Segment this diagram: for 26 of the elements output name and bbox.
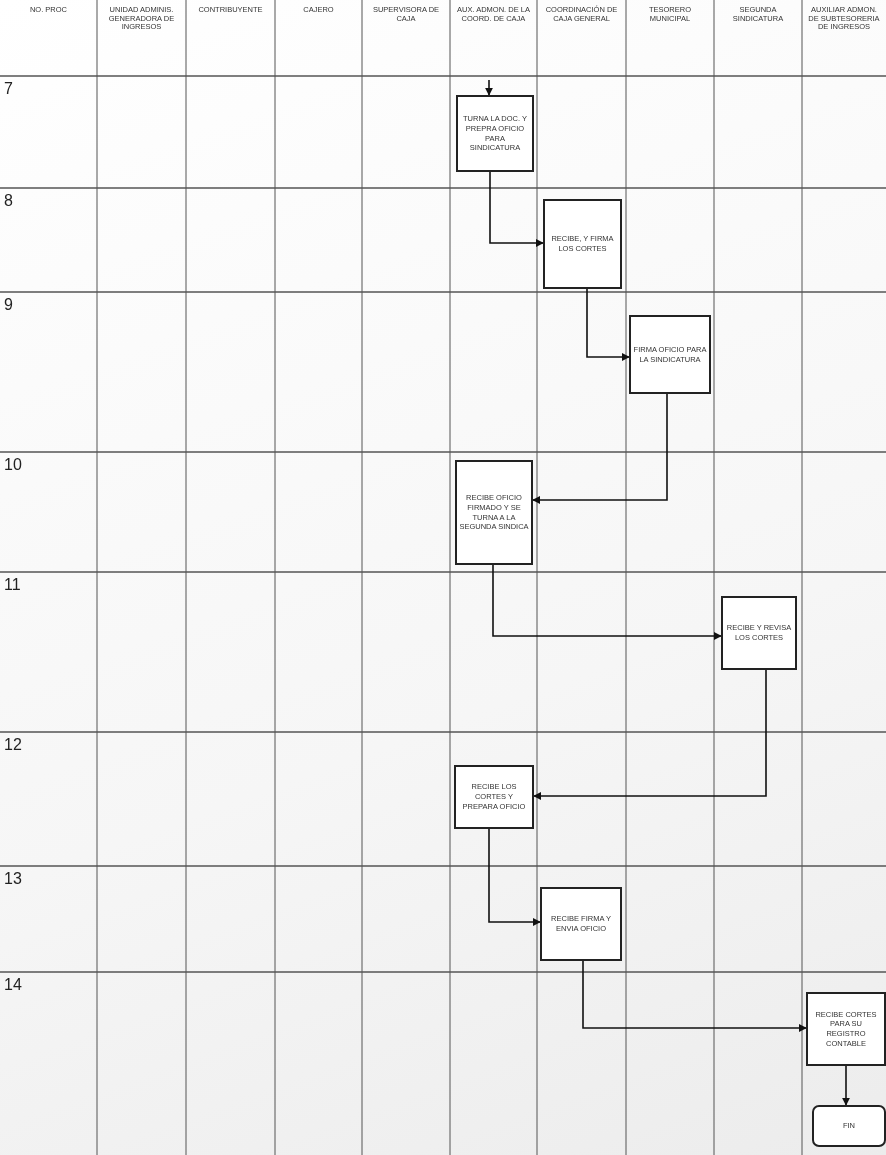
- step-number: 13: [4, 870, 22, 888]
- process-box: [806, 992, 886, 1066]
- arrow: [842, 1065, 850, 1106]
- process-box: [455, 460, 533, 565]
- process-box: [540, 887, 622, 961]
- arrow: [492, 564, 722, 640]
- step-number: 11: [4, 576, 21, 594]
- process-box: [543, 199, 622, 289]
- process-box: [721, 596, 797, 670]
- step-number: 7: [4, 80, 13, 98]
- arrow: [533, 669, 767, 800]
- arrow: [582, 960, 807, 1032]
- step-number: 12: [4, 736, 22, 754]
- process-box: [629, 315, 711, 394]
- arrow: [488, 828, 541, 926]
- step-number: 10: [4, 456, 22, 474]
- arrow: [586, 288, 630, 361]
- arrow: [532, 393, 668, 504]
- end-terminal: [812, 1105, 886, 1147]
- step-number: 9: [4, 296, 13, 314]
- process-box: [454, 765, 534, 829]
- step-number: 14: [4, 976, 22, 994]
- arrow: [485, 79, 493, 96]
- step-number: 8: [4, 192, 13, 210]
- process-box: [456, 95, 534, 172]
- arrow: [489, 171, 544, 247]
